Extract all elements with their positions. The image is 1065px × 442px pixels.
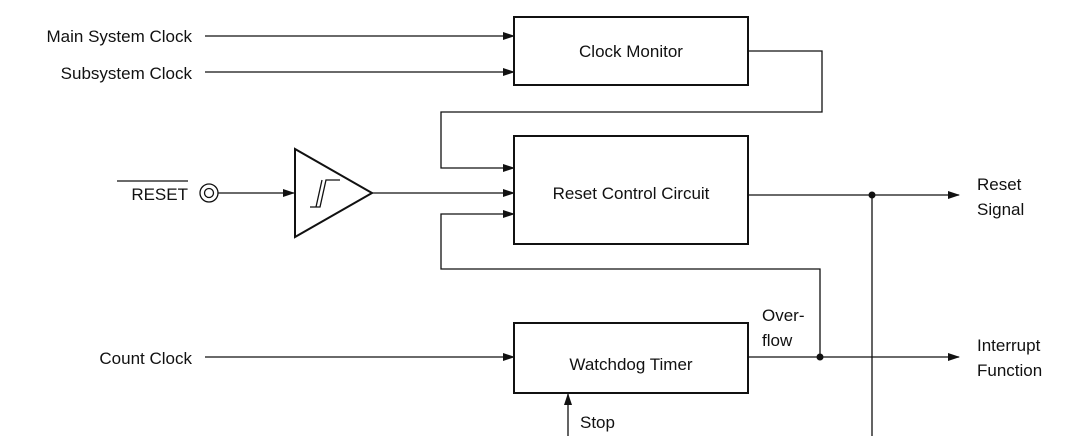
watchdog-timer-label: Watchdog Timer (569, 355, 692, 374)
reset-control-circuit-label: Reset Control Circuit (553, 184, 710, 203)
label-reset-pin: RESET (131, 185, 188, 204)
hysteresis-icon (310, 179, 340, 208)
reset-pin-inner-circle (203, 187, 215, 199)
label-subsystem-clock: Subsystem Clock (61, 64, 193, 83)
label-stop: Stop (580, 413, 615, 432)
wire-clock-monitor-to-reset (440, 50, 823, 172)
schmitt-buffer-triangle (294, 147, 375, 239)
reset-pin-outer-circle (199, 183, 219, 203)
clock-monitor-label: Clock Monitor (579, 42, 683, 61)
label-main-system-clock: Main System Clock (47, 27, 193, 46)
label-reset-signal-line2: Signal (977, 200, 1024, 219)
label-count-clock: Count Clock (99, 349, 192, 368)
watchdog-timer-block (513, 322, 749, 394)
label-overflow-line1: Over- (762, 306, 805, 325)
label-interrupt-line1: Interrupt (977, 336, 1041, 355)
wire-overflow-to-reset (440, 210, 821, 357)
reset-control-circuit-block (513, 135, 749, 245)
label-reset-signal-line1: Reset (977, 175, 1022, 194)
label-overflow-line2: flow (762, 331, 793, 350)
label-interrupt-line2: Function (977, 361, 1042, 380)
overflow-junction-dot (816, 353, 824, 361)
